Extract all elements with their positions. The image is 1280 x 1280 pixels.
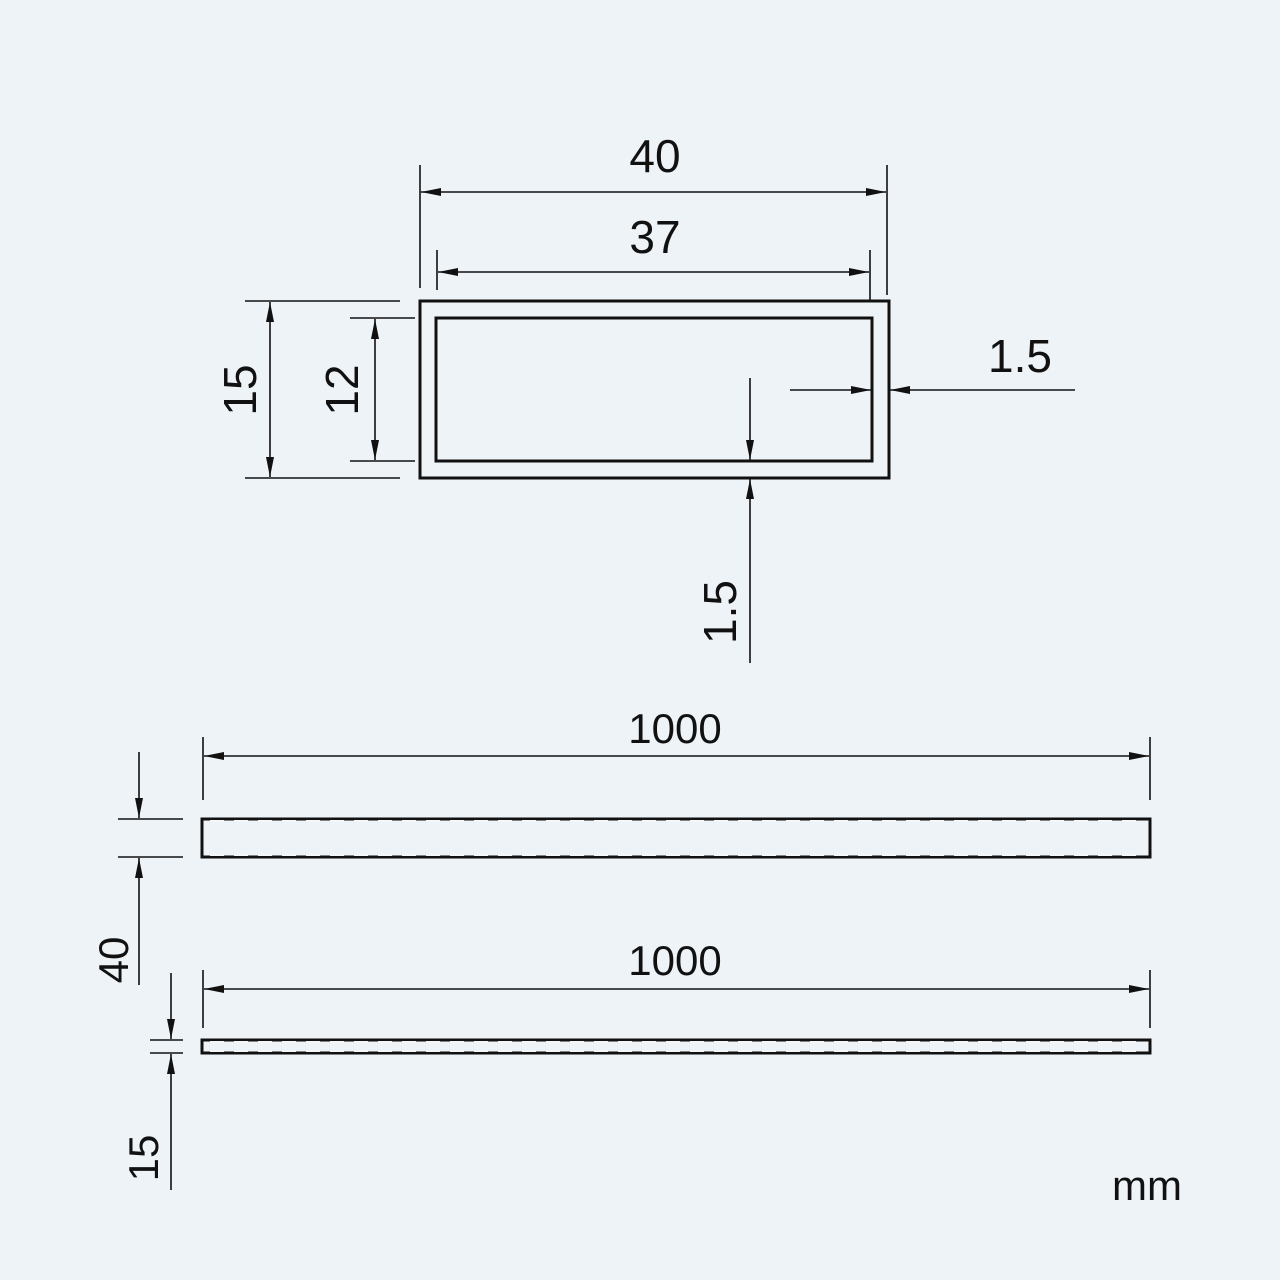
- dim-outer-width: 40: [419, 130, 888, 295]
- outer-height-label: 15: [214, 364, 266, 415]
- bottom-wall-label: 1.5: [694, 580, 746, 644]
- profile-inner: [434, 316, 874, 463]
- dim-bottom-wall: 1.5: [694, 378, 754, 663]
- bar-top-view: 1000 40: [90, 705, 1152, 985]
- dim-inner-height: 12: [316, 317, 415, 462]
- bar-side-length-label: 1000: [628, 937, 721, 984]
- inner-width-label: 37: [629, 211, 680, 263]
- bar-top-width-label: 40: [90, 937, 137, 984]
- inner-height-label: 12: [316, 364, 368, 415]
- bar-side-height-label: 15: [120, 1135, 167, 1182]
- bar-top-rect: [200, 817, 1152, 859]
- bar-side-rect: [200, 1038, 1152, 1055]
- profile-cross-section: 40 37 15 12 1.5 1.5: [214, 130, 1075, 663]
- unit-label: mm: [1112, 1162, 1182, 1209]
- dim-outer-height: 15: [214, 300, 400, 479]
- side-wall-label: 1.5: [988, 330, 1052, 382]
- bar-top-length-label: 1000: [628, 705, 721, 752]
- dim-inner-width: 37: [436, 211, 871, 300]
- outer-width-label: 40: [629, 130, 680, 182]
- dim-side-wall: 1.5: [790, 330, 1075, 394]
- profile-outer: [418, 299, 891, 480]
- bar-side-view: 1000 15: [120, 937, 1152, 1190]
